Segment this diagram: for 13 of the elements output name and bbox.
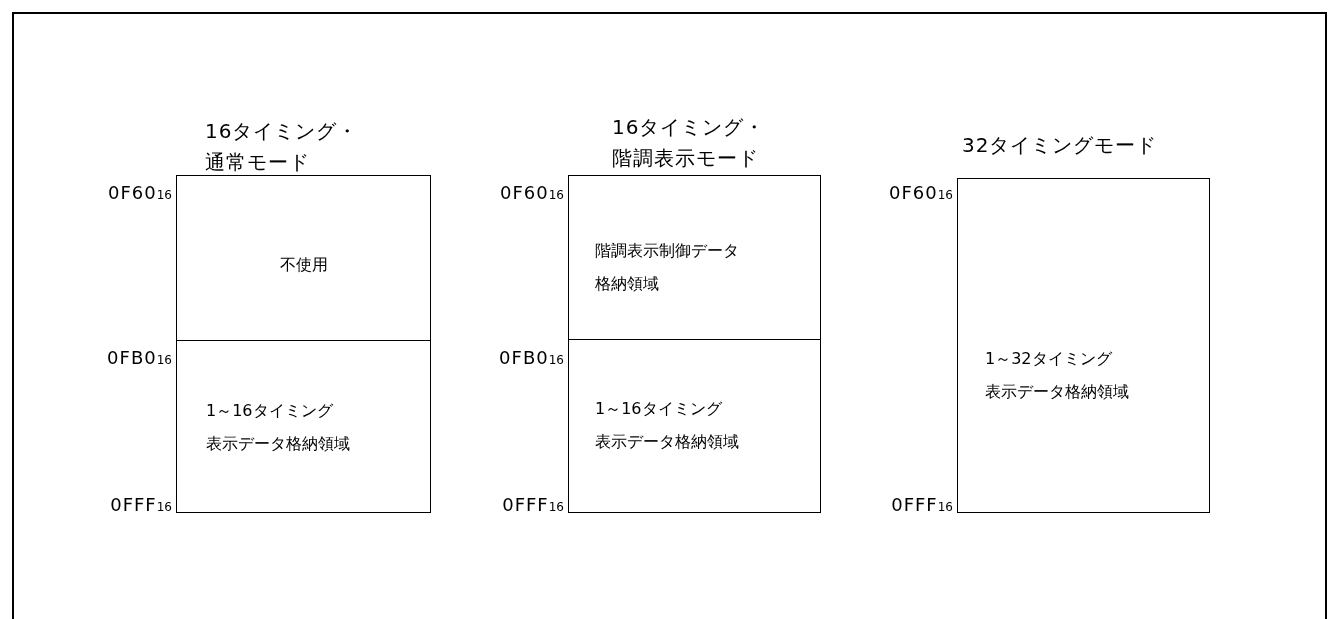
area-label: 階調表示制御データ格納領域 [595,240,739,295]
area-label: 1～16タイミング表示データ格納領域 [595,398,739,453]
memory-area-box [957,178,1210,513]
mode-title: 16タイミング・通常モード [205,118,359,176]
memory-area-box [176,175,431,341]
memory-area-box [176,340,431,513]
memory-area-box [568,175,821,340]
mode-title: 16タイミング・階調表示モード [612,114,766,172]
area-label: 不使用 [278,254,329,276]
memory-area-box [568,339,821,513]
area-label: 1～32タイミング表示データ格納領域 [985,348,1129,403]
area-label: 1～16タイミング表示データ格納領域 [206,400,350,455]
mode-title: 32タイミングモード [962,132,1158,159]
